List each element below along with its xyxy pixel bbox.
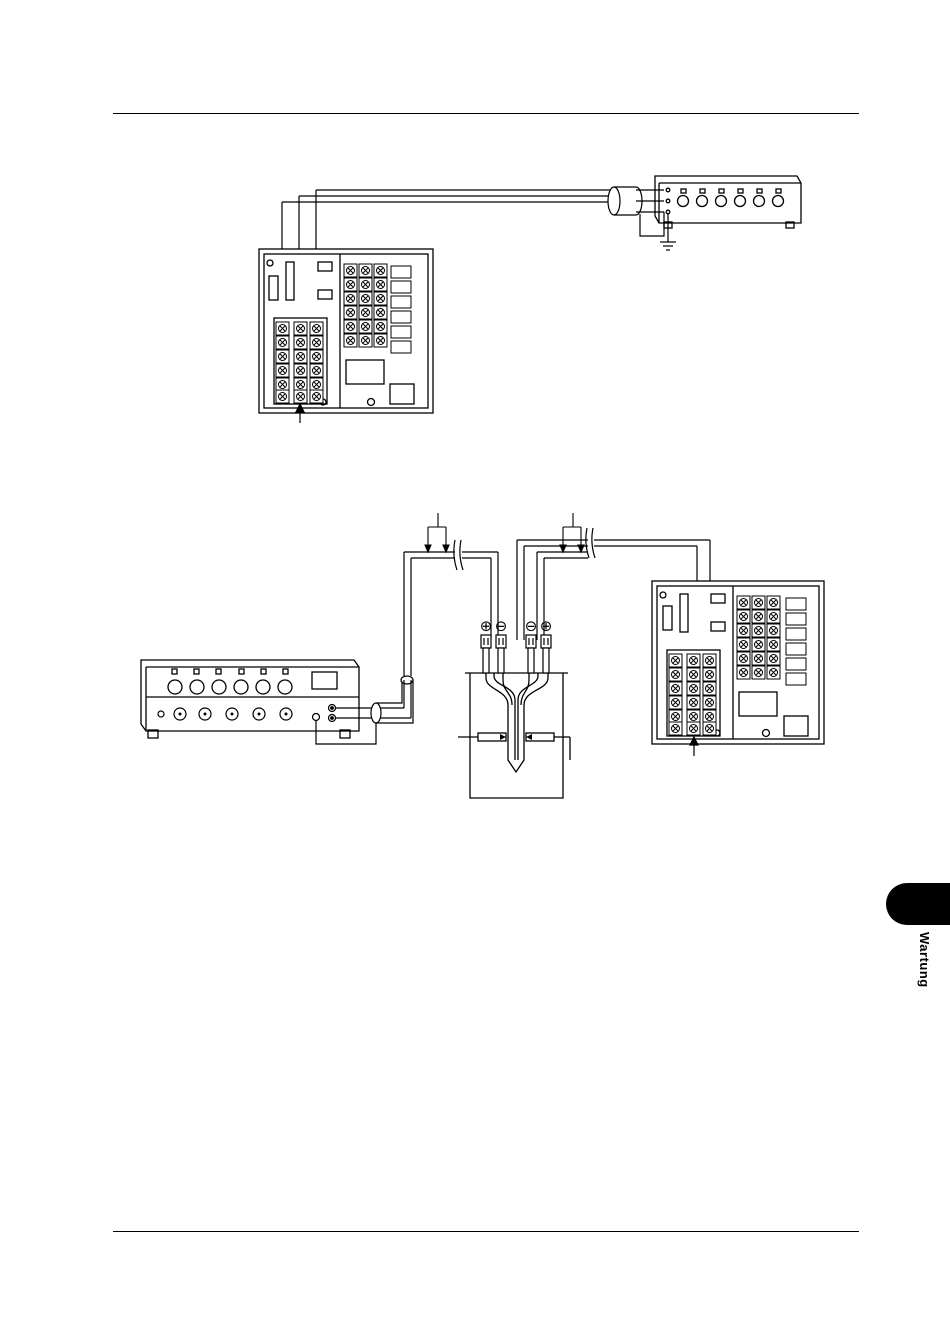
polarity-mark-4: ⊕ [540,617,553,635]
binding-posts [481,635,551,673]
bottom-figure: ⊕ ⊖ ⊖ ⊕ [141,513,824,798]
cold-junction-bath [458,673,570,798]
polarity-mark-1: ⊕ [480,617,493,635]
terminal-block-bottom-left [669,654,716,735]
dc-source-bottom [141,660,359,738]
callout-left [425,513,449,552]
top-figure [259,176,801,423]
terminal-block-bottom-right [737,596,780,679]
polarity-marks: ⊕ ⊖ ⊖ ⊕ [480,617,553,635]
polarity-mark-2: ⊖ [495,617,508,635]
terminal-block-top-left [276,322,323,403]
polarity-mark-3: ⊖ [525,617,538,635]
signal-source-top [655,176,801,228]
terminal-block-top-right [344,264,387,347]
